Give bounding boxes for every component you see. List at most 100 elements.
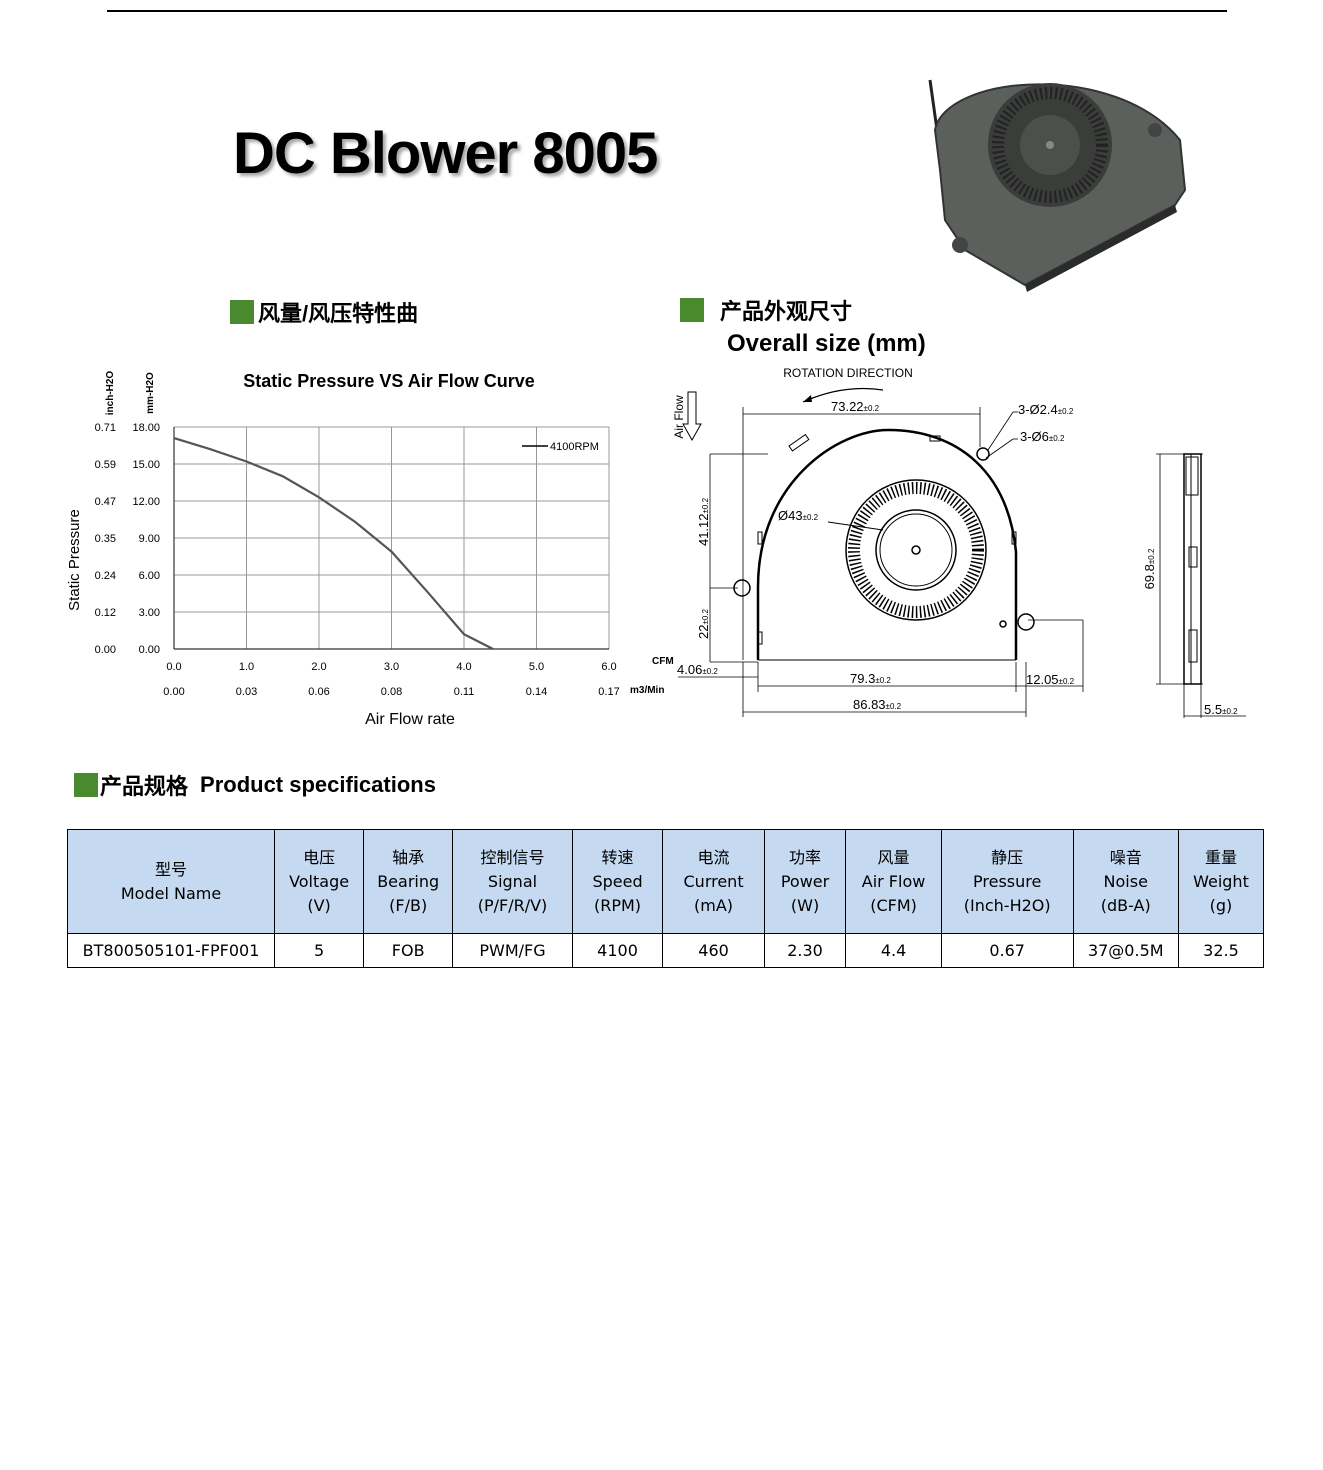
spec-header-cn: 静压 [991,847,1024,867]
top-rule [107,10,1227,12]
dim-total-width: 86.83±0.2 [853,697,902,712]
spec-header-cell: 电压 Voltage (V) [274,829,365,934]
x-tick-label-cfm: 2.0 [311,661,326,673]
y-tick-label-inch: 0.00 [95,644,116,656]
spec-header-en: Speed [592,871,643,891]
spec-section-heading: 产品规格 Product specifications [74,769,436,801]
x-unit-secondary: m3/Min [630,685,664,696]
spec-cell: 2.30 [763,933,847,968]
chart-legend: 4100RPM [522,441,599,453]
spec-header-cn: 风量 [877,847,910,867]
dim-hole-small: 3-Ø2.4±0.2 [1018,402,1074,417]
fan-outline [756,428,1018,660]
x-tick-label-cfm: 0.0 [166,661,181,673]
mount-hole-right [1017,613,1035,631]
spec-header-cn: 转速 [601,847,634,867]
spec-header-unit: (mA) [694,895,734,915]
y-tick-label-mm: 18.00 [132,422,160,434]
dim-width-top: 73.22±0.2 [831,399,880,414]
dim-right-offset: 12.05±0.2 [1026,672,1075,687]
dimension-drawing: ROTATION DIRECTION Air Flow [672,366,1246,718]
spec-header-cell: 型号 Model Name [66,829,276,934]
airflow-arrow-icon [682,391,702,442]
y-tick-label-mm: 12.00 [132,496,160,508]
spec-header-en: Bearing [377,871,440,891]
dim-thickness: 5.5±0.2 [1204,702,1238,717]
spec-header-unit: (V) [307,895,331,915]
spec-header-cn: 功率 [789,847,822,867]
spec-header-cn: 型号 [155,859,188,879]
impeller [827,479,987,621]
mount-hole-top [976,447,990,461]
spec-header-unit: (CFM) [870,895,917,915]
x-tick-label-cfm: 4.0 [456,661,471,673]
spec-header-en: Noise [1103,871,1148,891]
airflow-label: Air Flow [672,395,686,439]
spec-header-unit: (F/B) [389,895,428,915]
y-tick-label-mm: 0.00 [139,644,160,656]
spec-cell: PWM/FG [452,933,573,968]
spec-header-unit: (P/F/R/V) [477,895,548,915]
spec-header-cn: 重量 [1204,847,1237,867]
rotation-direction-label: ROTATION DIRECTION [783,366,913,380]
x-tick-label-m3min: 0.06 [308,686,329,698]
x-axis-label: Air Flow rate [365,711,455,728]
spec-header-cn: 轴承 [392,847,425,867]
dim-lower: 22±0.2 [696,608,711,639]
legend-label: 4100RPM [550,441,599,453]
spec-header-unit: (dB-A) [1100,895,1151,915]
dim-inner-width: 79.3±0.2 [850,671,891,686]
spec-heading-en: Product specifications [200,772,436,797]
dimension-subtitle: Overall size (mm) [727,330,926,357]
y-tick-label-inch: 0.35 [95,533,116,545]
spec-header-en: Model Name [120,883,222,903]
spec-cell: 32.5 [1177,933,1265,968]
y-tick-label-inch: 0.12 [95,607,116,619]
y-tick-label-mm: 3.00 [139,607,160,619]
y-tick-label-mm: 15.00 [132,459,160,471]
spec-header-en: Current [683,871,744,891]
spec-header-en: Power [780,871,830,891]
spec-cell: 460 [662,933,765,968]
spec-header-cn: 噪音 [1109,847,1142,867]
y-unit-left: inch-H2O [105,371,116,416]
spec-header-en: Voltage [289,871,350,891]
x-tick-label-m3min: 0.17 [598,686,619,698]
y-tick-label-inch: 0.59 [95,459,116,471]
page-title: DC Blower 8005 [233,121,658,186]
x-unit-primary: CFM [652,656,674,667]
fan-product-image [928,79,1187,292]
side-view [1156,453,1246,718]
spec-header-cell: 电流 Current (mA) [662,829,765,934]
x-tick-label-m3min: 0.14 [526,686,547,698]
chart-section-heading: 风量/风压特性曲 [230,296,418,328]
chart-tick-labels: 0.00.001.00.032.00.063.00.084.00.115.00.… [95,422,620,698]
spec-header-en: Weight [1193,871,1249,891]
dim-side-height: 69.8±0.2 [1142,548,1157,589]
cable-connector [788,433,810,452]
spec-header-cell: 轴承 Bearing (F/B) [363,829,454,934]
chart-grid [173,426,610,650]
spec-header-cn: 电流 [697,847,730,867]
x-tick-label-cfm: 5.0 [529,661,544,673]
spec-header-en: Signal [487,871,538,891]
spec-cell: 4100 [571,933,664,968]
y-tick-label-inch: 0.71 [95,422,116,434]
spec-header-cell: 噪音 Noise (dB-A) [1072,829,1179,934]
spec-header-cn: 电压 [303,847,336,867]
spec-heading-cn: 产品规格 [100,774,189,799]
dim-hole-large: 3-Ø6±0.2 [1020,429,1065,444]
y-tick-label-inch: 0.24 [95,570,116,582]
spec-cell: 5 [274,933,365,968]
x-tick-label-cfm: 3.0 [384,661,399,673]
chart-section-title: 风量/风压特性曲 [258,301,419,326]
